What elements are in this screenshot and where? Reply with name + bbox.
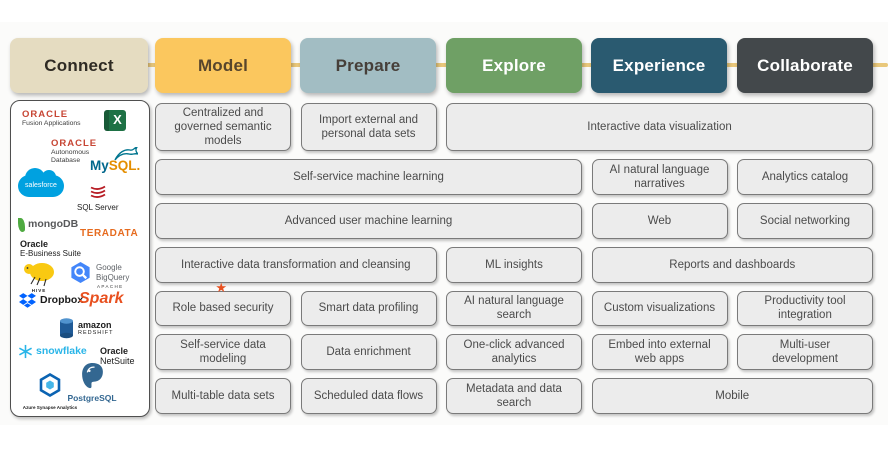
oracle-wordmark: ORACLE xyxy=(22,109,69,120)
mysql-wordmark-part2: SQL. xyxy=(108,158,141,173)
phase-header-collaborate: Collaborate xyxy=(737,38,873,93)
capability-card: ML insights xyxy=(446,246,582,283)
bigquery-wordmark-line1: Google xyxy=(96,262,122,272)
logo-sql-server: SQL Server xyxy=(77,185,119,212)
logo-google-bigquery: Google BigQuery xyxy=(69,261,129,284)
bigquery-wordmark-line2: BigQuery xyxy=(96,272,130,282)
excel-icon: X xyxy=(104,110,126,131)
capability-card: Embed into external web apps xyxy=(591,334,728,371)
logo-amazon-redshift: amazon REDSHIFT xyxy=(59,318,114,339)
capability-card: Social networking xyxy=(737,202,873,239)
logo-sublabel: NetSuite xyxy=(100,355,135,366)
capability-card: AI natural language narratives xyxy=(591,159,728,195)
logo-oracle-netsuite: Oracle NetSuite xyxy=(100,346,135,367)
azure-synapse-icon xyxy=(39,372,61,398)
dropbox-wordmark: Dropbox xyxy=(40,293,84,306)
oracle-wordmark: ORACLE xyxy=(51,138,98,149)
capability-card: Web xyxy=(591,202,728,239)
logo-apache-hive: HIVE xyxy=(23,261,55,294)
phase-header-prepare: Prepare xyxy=(300,38,436,93)
logo-sublabel: Fusion Applications xyxy=(22,120,81,128)
capability-card: Metadata and data search xyxy=(446,378,582,414)
hive-wordmark: HIVE xyxy=(31,287,47,293)
capability-card: AI natural language search xyxy=(446,290,582,327)
capability-card: Centralized and governed semantic models xyxy=(155,103,291,152)
capability-card: One-click advanced analytics xyxy=(446,334,582,371)
snowflake-wordmark: snowflake xyxy=(36,344,87,357)
capability-card: Reports and dashboards xyxy=(591,246,873,283)
logo-mongodb: mongoDB xyxy=(18,218,78,232)
capability-card: Interactive data transformation and clea… xyxy=(155,246,437,283)
mongodb-leaf-icon xyxy=(18,218,25,232)
postgresql-wordmark: PostgreSQL xyxy=(67,392,117,403)
logo-teradata: TERADATA xyxy=(80,228,138,239)
logo-azure-synapse-analytics: Azure Synapse Analytics xyxy=(15,372,85,410)
phase-header-connect: Connect xyxy=(10,38,148,93)
phase-header-experience: Experience xyxy=(591,38,727,93)
capability-card: Self-service machine learning xyxy=(155,159,582,195)
capability-card: Smart data profiling xyxy=(300,290,437,327)
logo-microsoft-excel: X xyxy=(104,110,126,131)
teradata-wordmark: TERADATA xyxy=(80,228,139,239)
oracle-wordmark: Oracle xyxy=(100,346,129,356)
postgresql-elephant-icon xyxy=(81,363,103,389)
mongodb-wordmark: mongoDB xyxy=(28,218,79,231)
capability-card: Analytics catalog xyxy=(737,159,873,195)
mysql-dolphin-icon xyxy=(114,147,139,161)
salesforce-cloud-icon: salesforce xyxy=(18,168,64,197)
capability-grid: Centralized and governed semantic models… xyxy=(155,103,873,414)
logo-apache-spark: APACHE Spark ★ xyxy=(79,280,227,308)
snowflake-icon xyxy=(19,344,32,359)
sql-server-wordmark: SQL Server xyxy=(77,202,119,212)
capability-card: Mobile xyxy=(591,378,873,414)
phase-header-model: Model xyxy=(155,38,291,93)
capability-card: Multi-table data sets xyxy=(155,378,291,414)
hive-bee-icon xyxy=(24,263,54,287)
spark-wordmark: Spark xyxy=(79,289,124,307)
amazon-wordmark: amazon xyxy=(78,319,112,330)
capability-card: Scheduled data flows xyxy=(300,378,437,414)
logo-oracle-ebusiness-suite: Oracle E-Business Suite xyxy=(20,239,81,259)
logo-snowflake: snowflake xyxy=(18,344,87,359)
capability-card: Import external and personal data sets xyxy=(300,103,437,152)
logo-oracle-fusion-applications: ORACLE Fusion Applications xyxy=(22,109,81,128)
dropbox-icon xyxy=(19,293,36,308)
sql-server-icon xyxy=(90,185,106,198)
azure-synapse-label: Azure Synapse Analytics xyxy=(22,404,78,410)
phase-header-explore: Explore xyxy=(446,38,582,93)
logo-dropbox: Dropbox xyxy=(19,293,83,308)
connect-sources-panel: ORACLE Fusion Applications X ORACLE Auto… xyxy=(10,100,227,417)
capability-card: Advanced user machine learning xyxy=(155,202,582,239)
logo-sublabel: Autonomous xyxy=(51,149,90,157)
capability-card: Self-service data modeling xyxy=(155,334,291,371)
redshift-database-icon xyxy=(60,318,73,339)
logo-mysql: MySQL. xyxy=(90,147,141,174)
logo-salesforce: salesforce xyxy=(18,168,64,197)
redshift-wordmark: REDSHIFT xyxy=(78,330,114,337)
spark-star-icon: ★ xyxy=(215,280,227,295)
logo-sublabel: E-Business Suite xyxy=(20,248,81,258)
logo-oracle-autonomous-database: ORACLE Autonomous Database xyxy=(51,138,98,164)
capability-card: Productivity tool integration xyxy=(737,290,873,327)
bigquery-icon xyxy=(71,261,90,284)
capability-card: Role based security xyxy=(155,290,291,327)
logo-sublabel: Database xyxy=(51,156,81,164)
capability-card: Interactive data visualization xyxy=(446,103,873,152)
capability-card: Custom visualizations xyxy=(591,290,728,327)
oracle-wordmark: Oracle xyxy=(20,239,49,249)
capability-card: Multi-user development xyxy=(737,334,873,371)
logo-postgresql: PostgreSQL xyxy=(61,362,123,403)
salesforce-wordmark: salesforce xyxy=(25,182,57,190)
mysql-wordmark-part1: My xyxy=(90,158,109,173)
spark-apache-label: APACHE xyxy=(97,284,124,289)
capability-card: Data enrichment xyxy=(300,334,437,371)
